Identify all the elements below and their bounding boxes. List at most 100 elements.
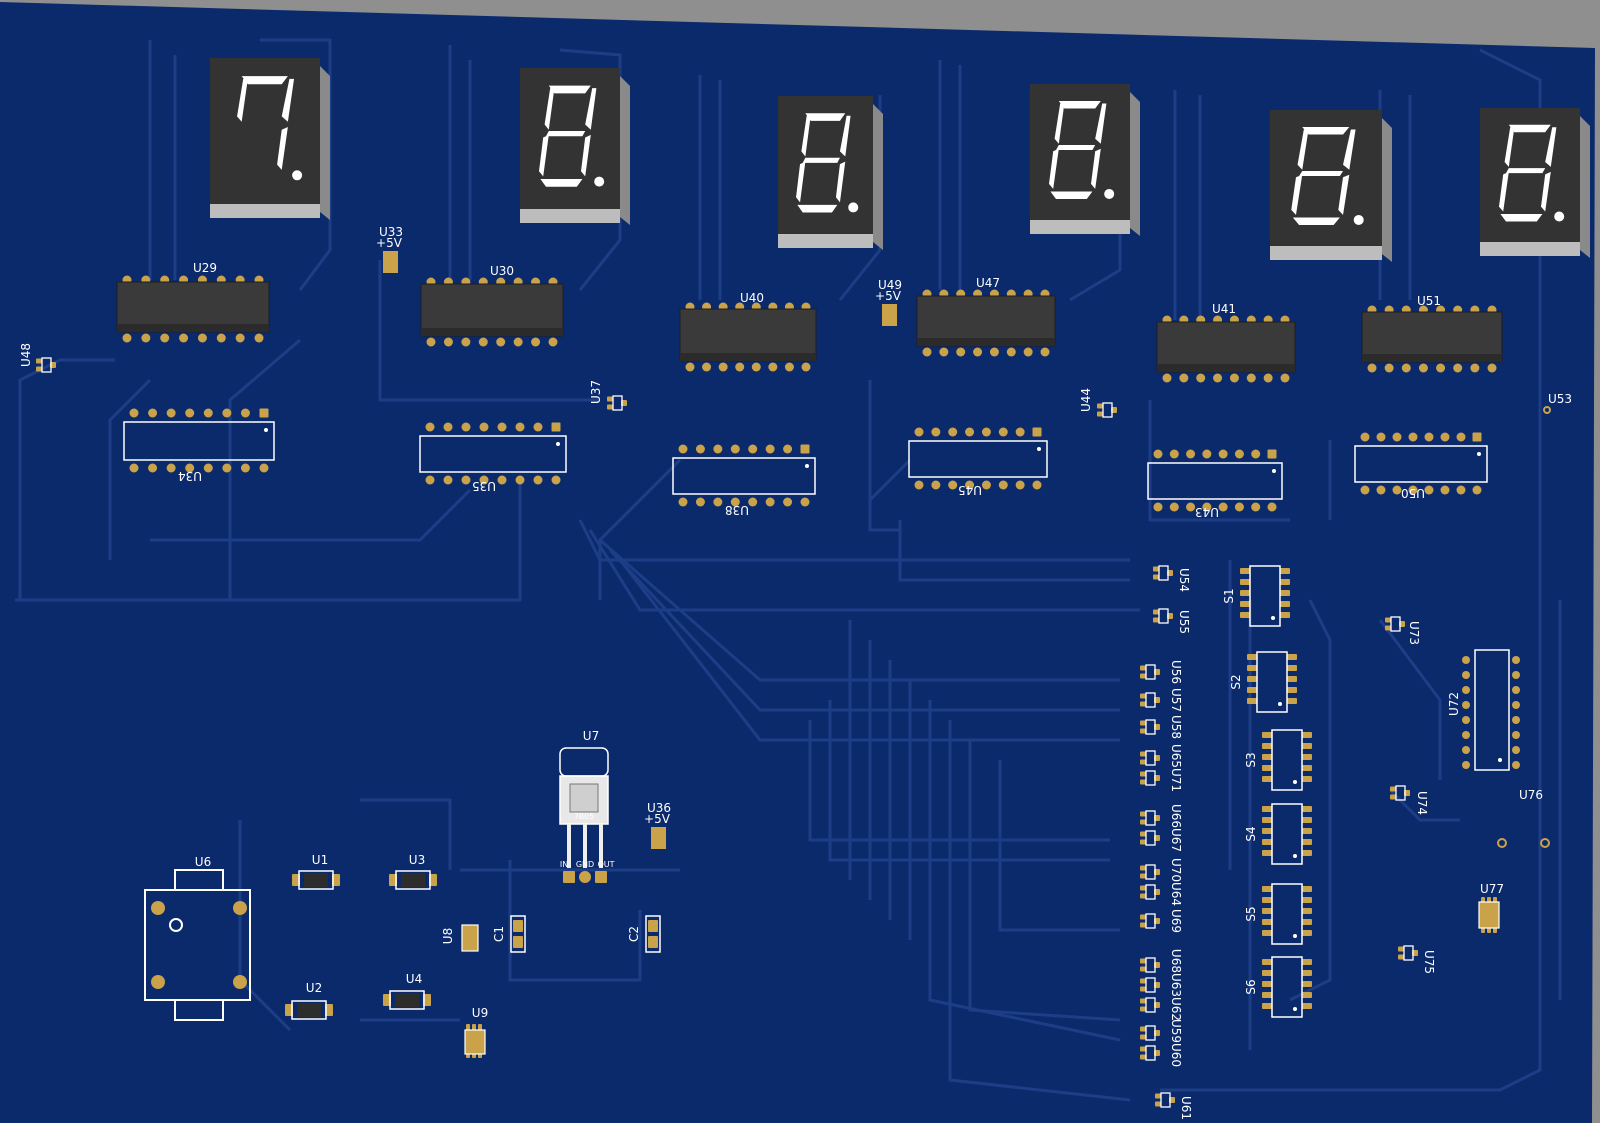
dip-u72: U72 (1447, 649, 1520, 771)
ic-pin (765, 444, 775, 454)
pad (1140, 978, 1146, 984)
switch-pin (1287, 698, 1297, 704)
part-u8: U8 (441, 924, 479, 952)
cap-ref-label: C1 (492, 926, 506, 942)
ic-pin-1 (1472, 432, 1482, 442)
segment-a (1058, 101, 1101, 109)
diode-outline (389, 990, 425, 1010)
sot-transistor (1140, 997, 1160, 1013)
display-side (873, 104, 883, 250)
switch-pin (1302, 754, 1312, 760)
ic-pin (1512, 701, 1520, 709)
pad (383, 994, 391, 1006)
segment-a (1302, 127, 1350, 135)
switch-pin (1302, 970, 1312, 976)
ic-ref-label: U77 (1480, 882, 1504, 896)
segment-e (1049, 148, 1059, 189)
ic-pin (166, 408, 176, 418)
driver-ic-u40: U40 (679, 291, 817, 372)
driver-ic-u41: U41 (1156, 302, 1296, 383)
ic-body (116, 281, 270, 333)
ic-pin-1 (259, 408, 269, 418)
pad (1153, 566, 1159, 572)
part-ref-label: U54 (1177, 568, 1191, 592)
switch-pin (1262, 817, 1272, 823)
segment-d (1500, 214, 1543, 222)
pad (648, 936, 658, 948)
ic-pin (496, 337, 506, 347)
transistor-ref-label: U58 (1169, 715, 1183, 739)
ic-pin (425, 475, 435, 485)
ic-pin (1246, 373, 1256, 383)
segment-b (1545, 127, 1557, 167)
ic-pin (197, 333, 207, 343)
switch-pin (1302, 828, 1312, 834)
regulator-pad (595, 871, 607, 883)
ic-pin (948, 427, 958, 437)
ic-body-side (117, 324, 269, 332)
switch-pin (1262, 970, 1272, 976)
pin1-dot (1278, 702, 1282, 706)
ic-pin (748, 444, 758, 454)
ic-pin (751, 362, 761, 372)
transistor-ref-label: U56 (1169, 660, 1183, 684)
switch-pin (1262, 850, 1272, 856)
switch-pin (1302, 776, 1312, 782)
ic-pin (515, 475, 525, 485)
pad (36, 366, 42, 372)
sot-transistor (1140, 1045, 1160, 1061)
ic-body-side (680, 353, 816, 361)
part-body (464, 1029, 486, 1055)
ic-body (1478, 901, 1500, 929)
trace (608, 548, 1120, 712)
ic-socket-u43: U43 (1147, 449, 1283, 519)
ic-pin (533, 475, 543, 485)
ic-pin (479, 422, 489, 432)
ic-pin (148, 463, 158, 473)
switch-pin (1240, 601, 1250, 607)
segment-f (237, 78, 248, 122)
switch-pin (1262, 897, 1272, 903)
pin1-dot (805, 464, 809, 468)
segment-g (546, 131, 586, 137)
ic-pin (216, 333, 226, 343)
ic-pin (461, 422, 471, 432)
ic-body-side (421, 328, 563, 336)
ic-pin (461, 475, 471, 485)
ic-pin (998, 427, 1008, 437)
switch-outline (1271, 803, 1303, 865)
ic-pin (1032, 480, 1042, 490)
ic-pin (1512, 671, 1520, 679)
pad (1155, 1093, 1161, 1099)
switch-pin (1240, 590, 1250, 596)
ic-pin (1470, 363, 1480, 373)
segment-c (1541, 171, 1551, 212)
trace (598, 458, 682, 600)
diode-body (304, 873, 328, 887)
segment-d (1050, 191, 1093, 199)
pad (1153, 609, 1159, 615)
decimal-point (292, 170, 303, 181)
ic-pin (1462, 731, 1470, 739)
diode-outline (298, 870, 334, 890)
ic-body (916, 295, 1056, 347)
ic-pin (998, 480, 1008, 490)
switch-pin (1262, 981, 1272, 987)
dip-switch-s2: S2 (1229, 651, 1297, 713)
ic-pin (1456, 485, 1466, 495)
ic-pin (948, 480, 958, 490)
ic-pin (1512, 746, 1520, 754)
switch-pin (1280, 601, 1290, 607)
socket-outline (672, 457, 816, 495)
ic-pin (939, 347, 949, 357)
cap-ref-label: C2 (627, 926, 641, 942)
ic-pin (426, 337, 436, 347)
power-pad-u49: U49+5V (875, 278, 902, 326)
ic-ref-label: U47 (976, 276, 1000, 290)
ic-pin (1229, 373, 1239, 383)
